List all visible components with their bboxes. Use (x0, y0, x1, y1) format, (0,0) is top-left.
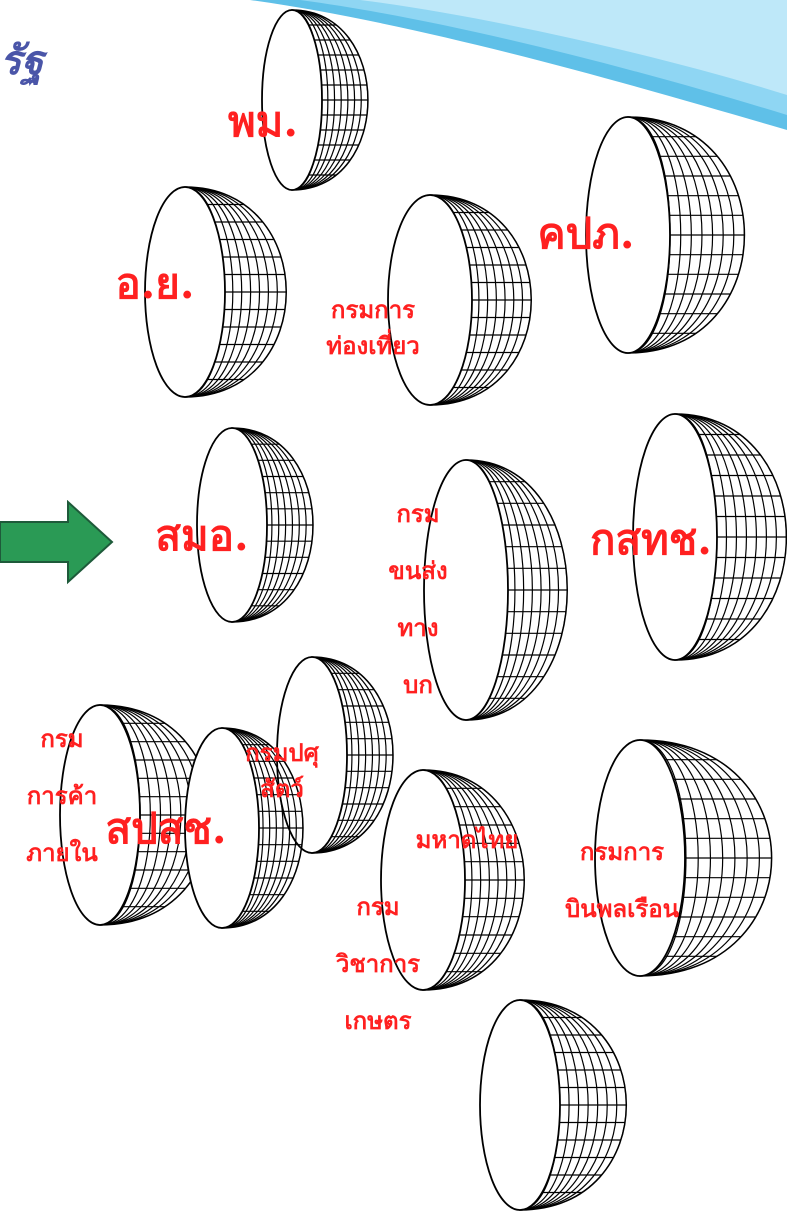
page-title: รัฐ (0, 37, 44, 84)
shell-smo (196, 427, 314, 623)
agency-label-internal-trade: กรมการค้าภายใน (26, 724, 98, 867)
agency-label-agri-academic: กรมวิชาการเกษตร (335, 892, 421, 1035)
right-arrow-icon (0, 500, 114, 585)
shell-spsch (184, 727, 304, 929)
shell-kpbh (585, 116, 746, 354)
agency-label-livestock: กรมปศุสัตว์ (245, 738, 319, 803)
agency-label-smo: สมอ. (155, 511, 249, 560)
shell-agri-academic (380, 769, 525, 991)
agency-label-pm: พม. (228, 97, 298, 146)
header-banner (250, 0, 787, 130)
shell-mahadthai (479, 999, 627, 1211)
shell-pm (261, 9, 369, 191)
agency-label-civil-aviation: กรมการบินพลเรือน (564, 837, 680, 923)
agency-label-land-transport: กรมขนส่งทางบก (388, 499, 448, 699)
agency-label-ksth: กสทช. (590, 515, 712, 564)
shell-tourism (387, 194, 532, 406)
agency-label-oy: อ.ย. (115, 259, 195, 308)
agency-label-tourism: กรมการท่องเที่ยว (326, 295, 420, 360)
agency-label-spsch: สปสช. (105, 804, 227, 853)
agency-label-kpbh: คปภ. (537, 209, 635, 258)
agency-label-mahadthai: มหาดไทย (415, 825, 519, 854)
